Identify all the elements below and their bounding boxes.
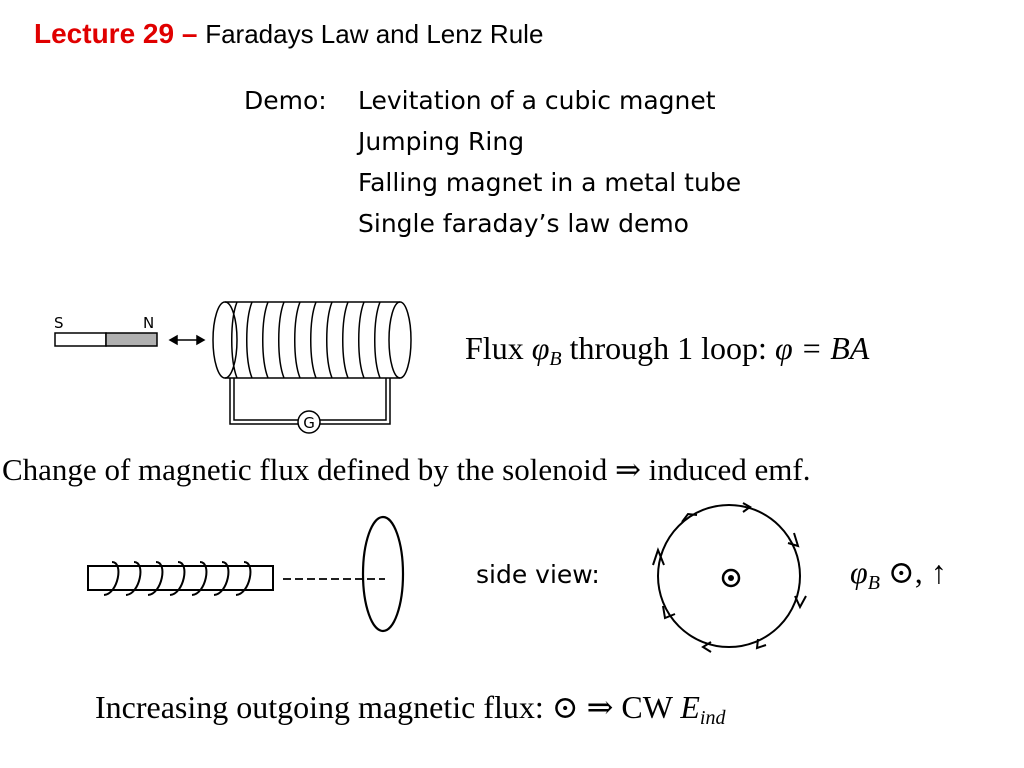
magnet-south-label: S (54, 314, 64, 332)
magnet-north-label: N (143, 314, 154, 332)
demo-label: Demo: (244, 86, 327, 115)
circulating-loop (657, 504, 801, 648)
demo-item: Jumping Ring (358, 127, 525, 156)
emf-subscript: ind (699, 707, 726, 729)
demo-item: Single faraday’s law demo (358, 209, 689, 238)
page-title: Lecture 29 – Faradays Law and Lenz Rule (34, 18, 543, 50)
solenoid-side (87, 515, 405, 633)
flux-direction: ⊙, ↑ (879, 554, 947, 590)
out-of-page-icon (721, 568, 741, 588)
phi-symbol: φ (531, 330, 550, 366)
phi-symbol: φ (850, 554, 868, 590)
galvanometer-label: G (303, 414, 315, 432)
phi-subscript: B (549, 348, 562, 370)
flux-formula: φ = BA (774, 330, 870, 366)
solenoid-coil (212, 301, 412, 425)
emf-symbol: E (680, 689, 700, 725)
side-view-label: side view: (476, 560, 600, 589)
galvanometer-icon: G (297, 410, 321, 434)
lenz-rule-statement: Increasing outgoing magnetic flux: ⊙ ⇒ C… (95, 688, 725, 730)
bar-magnet (54, 332, 158, 347)
lecture-topic: Faradays Law and Lenz Rule (205, 19, 544, 49)
flux-prefix: Flux (465, 330, 532, 366)
double-arrow-icon (168, 334, 206, 346)
flux-direction-label: φB ⊙, ↑ (850, 553, 947, 595)
lenz-rule-text: Increasing outgoing magnetic flux: ⊙ ⇒ C… (95, 689, 681, 725)
circulation-arrows-icon (652, 502, 807, 653)
demo-item: Falling magnet in a metal tube (358, 168, 742, 197)
lecture-number: Lecture 29 – (34, 18, 198, 49)
change-of-flux-statement: Change of magnetic flux defined by the s… (2, 452, 811, 487)
flux-middle: through 1 loop: (561, 330, 775, 366)
flux-equation: Flux φB through 1 loop: φ = BA (465, 330, 869, 371)
phi-subscript: B (867, 572, 880, 594)
demo-item: Levitation of a cubic magnet (358, 86, 716, 115)
